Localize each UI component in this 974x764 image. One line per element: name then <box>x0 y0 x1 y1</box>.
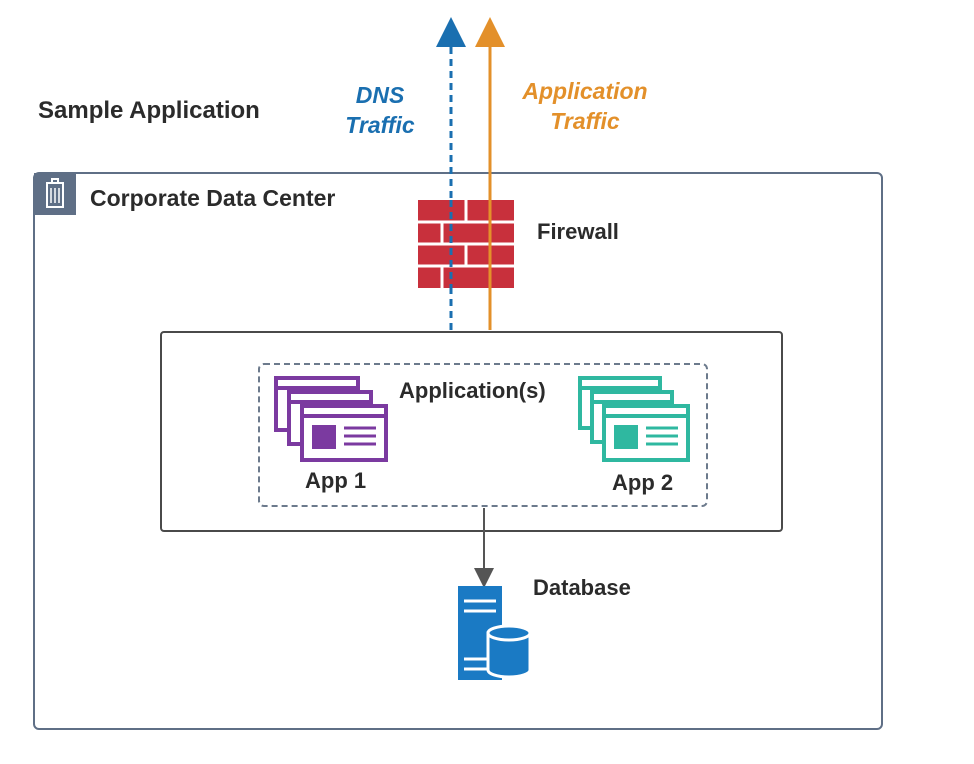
application-traffic-label: Application Traffic <box>522 78 648 134</box>
building-icon <box>34 173 76 215</box>
applications-group <box>258 363 708 507</box>
data-center-label: Corporate Data Center <box>90 185 336 211</box>
corporate-data-center-frame <box>33 172 883 730</box>
firewall-label: Firewall <box>537 219 619 244</box>
firewall-icon <box>418 200 514 288</box>
database-label: Database <box>533 575 631 600</box>
app2-windows-icon <box>578 376 690 462</box>
app1-label: App 1 <box>305 468 367 493</box>
database-icon <box>458 586 532 680</box>
diagram-title: Sample Application <box>38 97 260 124</box>
app2-label: App 2 <box>612 470 674 495</box>
dns-traffic-label: DNS Traffic <box>345 82 415 138</box>
applications-label: Application(s) <box>399 378 546 403</box>
app1-windows-icon <box>274 376 388 462</box>
